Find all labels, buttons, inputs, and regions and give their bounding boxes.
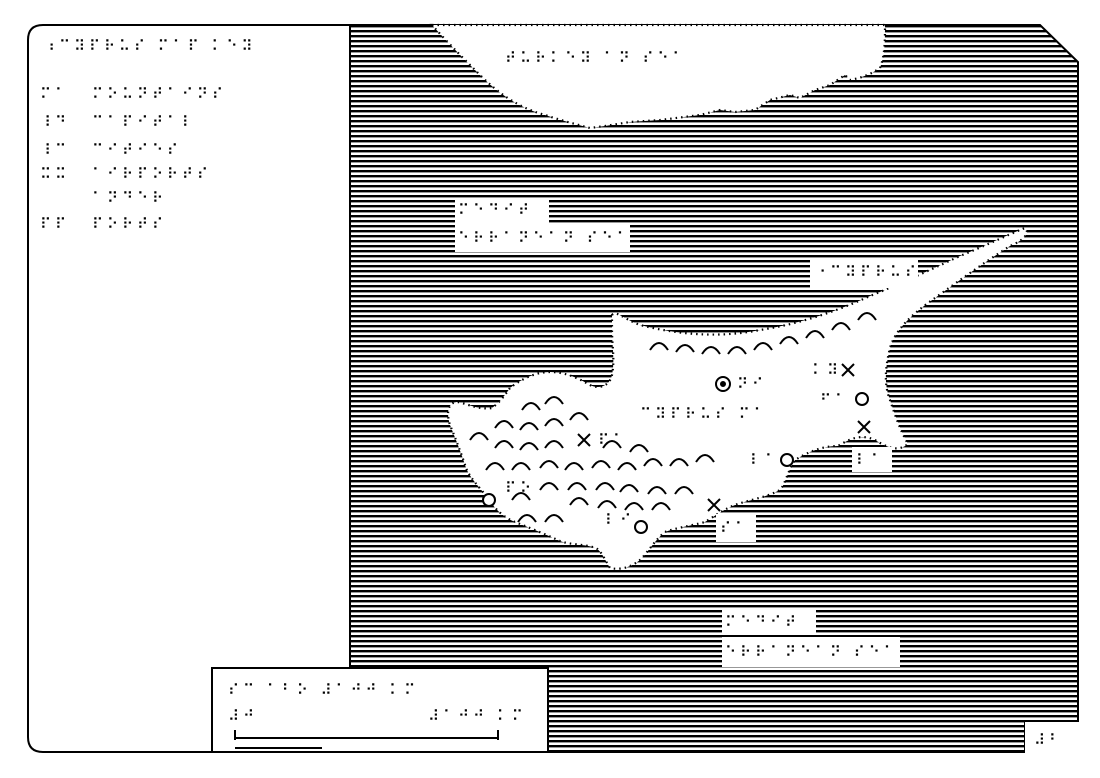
label-paphos: ⠏⠕ [505, 479, 535, 497]
page-number: ⠼⠃ [1034, 731, 1064, 749]
label-larnaca: ⠇⠁ [750, 451, 780, 469]
label-sea-north-1: ⠍⠑⠙⠊⠞ [458, 201, 533, 219]
label-cyprus-box: ⠐⠉⠽⠏⠗⠥⠎ [815, 263, 920, 281]
legend-symbol-ports: ⠏⠏ [40, 215, 70, 233]
nicosia-capital-dot [720, 381, 726, 387]
scale-end: ⠼⠁⠚⠚ ⠅⠍ [428, 707, 527, 725]
airport-symbols [577, 363, 871, 512]
cyprus-island [447, 226, 1028, 570]
legend-label-ports: ⠏⠕⠗⠞⠎ [92, 215, 167, 233]
scale-zero: ⠼⠚ [228, 707, 258, 725]
page-number-box [1025, 722, 1085, 754]
legend-label-airports: ⠁⠊⠗⠏⠕⠗⠞⠎ ⠁⠝⠙⠑⠗ [92, 165, 212, 207]
legend-symbol-cities: ⠸⠉ [40, 141, 70, 159]
larnaca-marker [780, 453, 794, 467]
label-famagusta: ⠋⠁ [820, 391, 850, 409]
label-island: ⠉⠽⠏⠗⠥⠎ ⠍⠁ [640, 405, 769, 423]
turkey-coast [429, 23, 887, 130]
label-sea-north-2: ⠑⠗⠗⠁⠝⠑⠁⠝ ⠎⠑⠁ [458, 229, 632, 247]
legend-label-mountains: ⠍⠕⠥⠝⠞⠁⠊⠝⠎ [92, 85, 227, 103]
legend-title: ⠰⠉⠽⠏⠗⠥⠎ ⠍⠁⠏ ⠅⠑⠽ [44, 37, 257, 55]
famagusta-marker [855, 392, 869, 406]
mountain-symbols [469, 312, 877, 523]
label-kyrenia: ⠅⠽ [812, 361, 842, 379]
label-nicosia: ⠝⠊ [737, 375, 767, 393]
city-symbols [482, 376, 869, 534]
paphos-marker [482, 493, 496, 507]
legend-panel [27, 24, 351, 753]
label-south-air: ⠎⠁ [720, 519, 750, 537]
legend-symbol-capital: ⠸⠙ [40, 113, 70, 131]
label-turkey: ⠞⠥⠗⠅⠑⠽ ⠁⠝ ⠎⠑⠁ [505, 49, 688, 67]
limassol-marker [634, 520, 648, 534]
legend-label-cities: ⠉⠊⠞⠊⠑⠎ [92, 141, 182, 159]
legend-symbol-airports: ⠭⠭ [40, 165, 70, 183]
legend-label-capital: ⠉⠁⠏⠊⠞⠁⠇ [92, 113, 197, 131]
label-sea-south-2: ⠑⠗⠗⠁⠝⠑⠁⠝ ⠎⠑⠁ [725, 643, 899, 661]
scale-text: ⠎⠉ ⠁⠃⠕ ⠼⠁⠚⠚ ⠅⠍ [228, 681, 420, 699]
legend-symbol-mountains: ⠍⠁ [40, 85, 70, 103]
label-paphos-air: ⠏⠁ [598, 431, 628, 449]
label-larnaca-air: ⠇⠁ [856, 451, 886, 469]
label-limassol: ⠇⠊ [605, 511, 635, 529]
label-sea-south-1: ⠍⠑⠙⠊⠞ [725, 613, 800, 631]
